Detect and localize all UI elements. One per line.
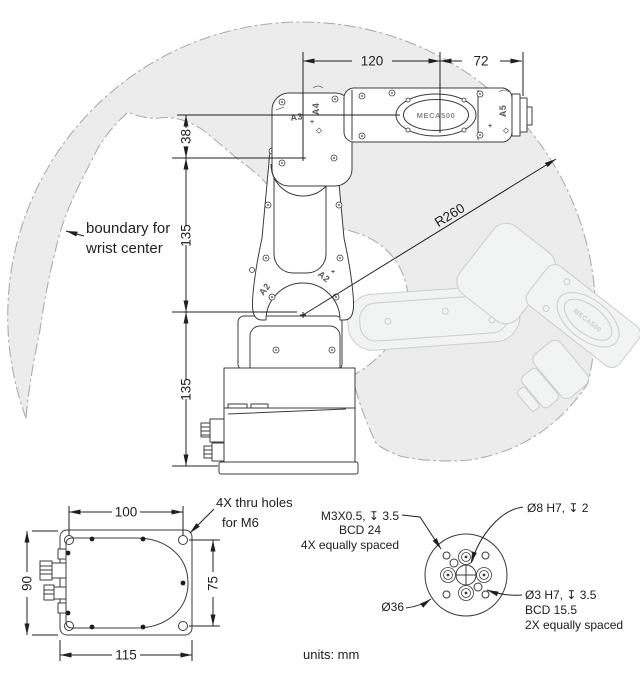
base-view-connectors (39, 548, 67, 614)
boundary-note-line2: wrist center (85, 240, 163, 257)
dimension-annotations: 120 72 38 135 135 R260 boundary for wris… (65, 52, 557, 467)
base-mounting-view: 100 115 90 75 4X thru holes for M6 (20, 495, 294, 663)
m3-note-line2: BCD 24 (339, 523, 381, 537)
dim-120-label: 120 (361, 54, 384, 69)
thru-holes-note-line1: 4X thru holes (216, 495, 293, 510)
dim-75-label: 75 (206, 576, 221, 591)
ghost-wrist (516, 339, 590, 412)
dim-135-lower-label: 135 (179, 378, 194, 401)
shoulder-column (237, 315, 343, 371)
dim-115-label: 115 (115, 648, 137, 663)
thru-holes-note-line2: for M6 (222, 515, 259, 530)
axis-label-a5: A5 (498, 105, 508, 117)
dim-38-label: 38 (179, 129, 194, 144)
mounting-plate (59, 529, 193, 636)
m3-note-line3: 4X equally spaced (301, 538, 399, 552)
ghost-forearm: MECA500 (456, 222, 640, 368)
dim-90-label: 90 (20, 576, 35, 591)
base-assembly (200, 315, 359, 475)
center-hole-note: Ø8 H7, ↧ 2 (527, 501, 589, 515)
dim-100-label: 100 (115, 505, 138, 520)
dowel-note-line2: BCD 15.5 (525, 603, 577, 617)
flange-m3-holes (442, 551, 490, 599)
column-screws (272, 346, 336, 354)
engraving-plus-mark-2: + (310, 119, 314, 126)
forearm-screws (278, 89, 484, 167)
robot-side-view: A2 A2 + MECA500 (200, 85, 533, 475)
base-box (223, 367, 356, 463)
engraving-plus-mark-3: + (488, 123, 492, 130)
forearm-assembly: MECA500 A3 A4 A5 + + (271, 85, 533, 187)
base-plate (218, 461, 359, 475)
axis-label-a3: A3 (290, 111, 304, 123)
meca500-logo-text: MECA500 (417, 111, 456, 120)
units-note: units: mm (303, 647, 359, 662)
flange-dowel-holes (449, 558, 483, 592)
engraving-plus-mark: + (331, 269, 335, 276)
flange-diameter-note: Ø36 (381, 600, 404, 614)
wrist-flange-plate (511, 93, 521, 137)
boundary-note-line1: boundary for (86, 220, 170, 237)
dowel-note-line3: 2X equally spaced (525, 618, 623, 632)
base-view-screw-dots (65, 536, 186, 630)
dim-135-upper-label: 135 (179, 224, 194, 247)
ghost-arm-pose: MECA500 (347, 222, 640, 412)
axis-label-a4: A4 (311, 103, 321, 115)
tool-flange-view: M3X0.5, ↧ 3.5 BCD 24 4X equally spaced Ø… (301, 501, 623, 632)
base-connectors (200, 418, 225, 462)
m3-note-line1: M3X0.5, ↧ 3.5 (321, 509, 399, 523)
dowel-note-line1: Ø3 H7, ↧ 3.5 (525, 588, 597, 602)
dim-72-label: 72 (473, 54, 488, 69)
flange-mount-screws (440, 549, 492, 601)
